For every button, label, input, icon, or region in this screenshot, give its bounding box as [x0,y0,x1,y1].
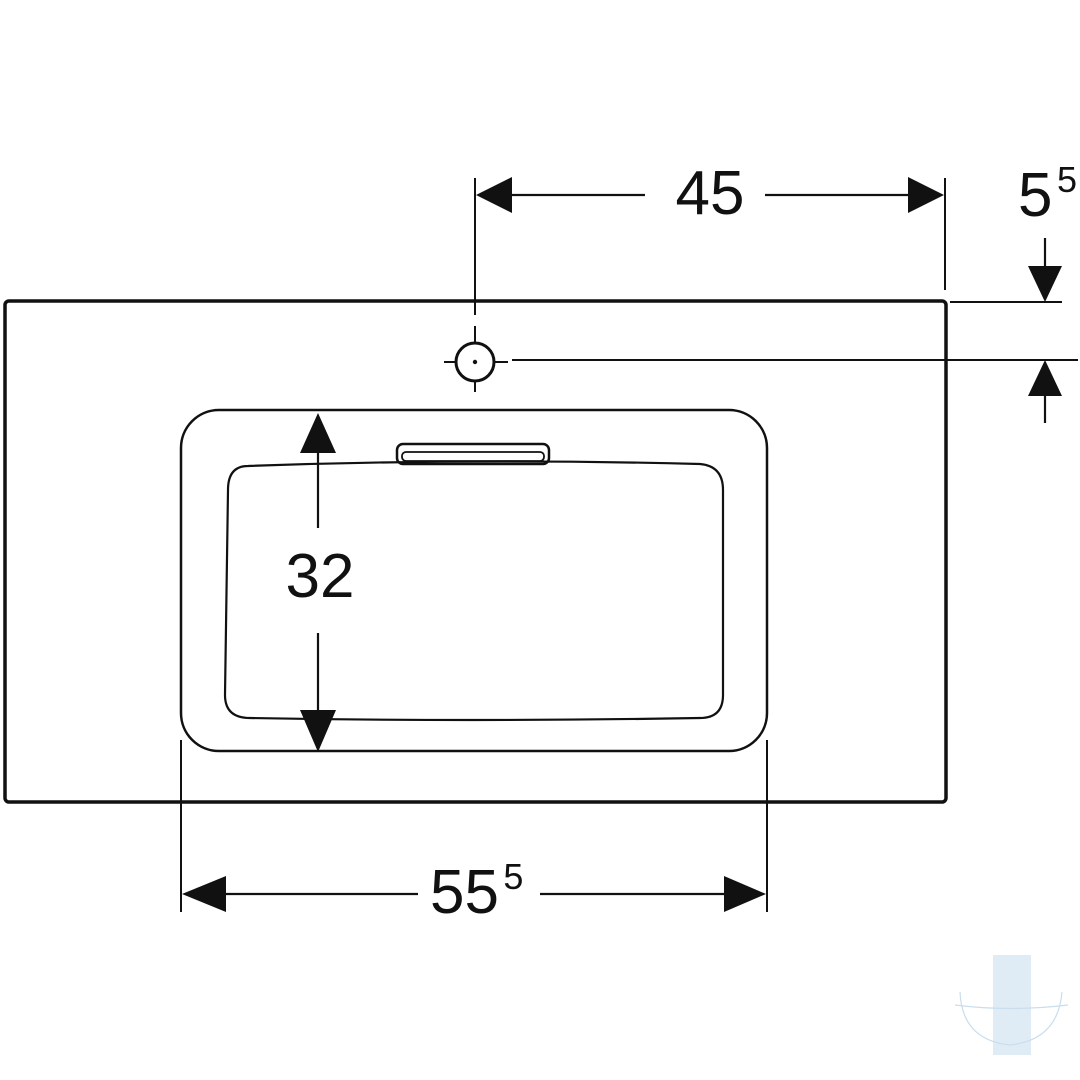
watermark-logo [954,955,1069,1055]
dimension-bowl-width-value: 55 [430,858,499,927]
svg-text:55 5: 55 5 [430,856,523,927]
tap-hole [444,326,508,392]
basin-outer-rim [179,408,769,753]
dimension-tap-hole-offset-value: 5 [1018,161,1052,230]
dimension-tap-hole-offset-superscript: 5 [1057,159,1077,200]
dimension-bowl-depth-value: 32 [286,542,355,611]
dimension-top-width: 45 [476,159,944,228]
dimension-bowl-width-superscript: 5 [503,856,523,897]
extension-lines [180,178,1078,912]
svg-text:45: 45 [676,159,745,228]
dimension-bowl-depth: 32 [286,413,355,752]
svg-text:32: 32 [286,542,355,611]
overflow-slot [395,442,551,466]
dimension-tap-hole-offset: 5 5 [1018,159,1077,423]
svg-text:5 5: 5 5 [1018,159,1077,230]
dimension-top-width-value: 45 [676,159,745,228]
countertop-outline [3,299,948,804]
dimension-bowl-width: 55 5 [182,856,766,927]
